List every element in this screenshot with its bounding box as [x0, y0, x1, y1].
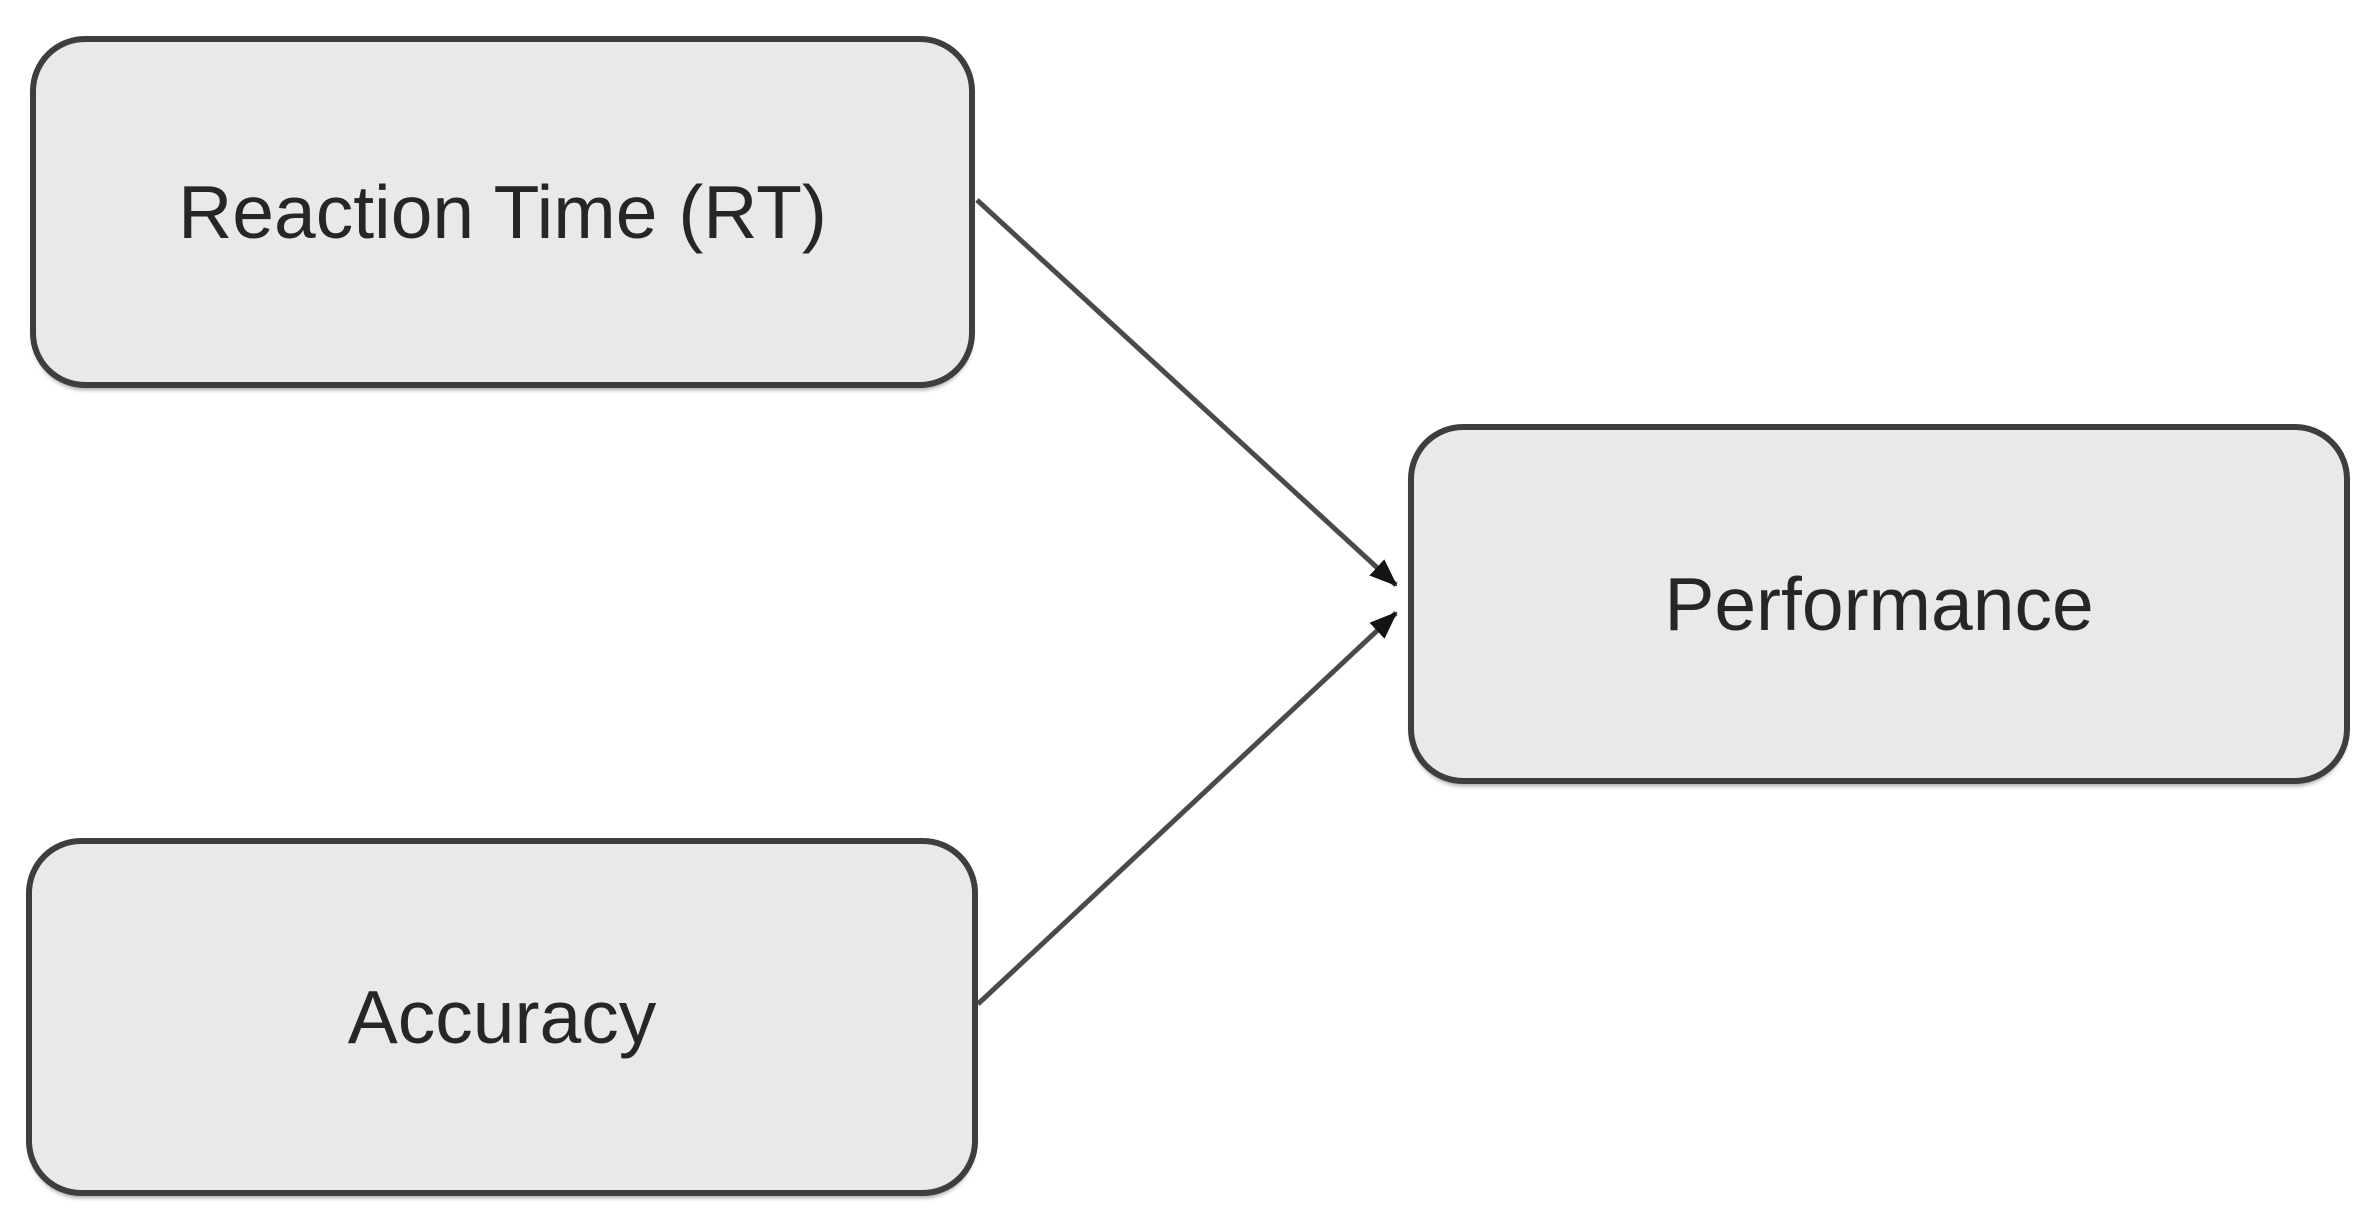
- edge-reaction-time-to-performance: [975, 198, 1398, 587]
- node-reaction-time: Reaction Time (RT): [30, 36, 975, 388]
- node-performance-label: Performance: [1664, 561, 2094, 646]
- node-performance: Performance: [1408, 424, 2350, 784]
- node-reaction-time-label: Reaction Time (RT): [178, 169, 827, 254]
- node-accuracy-label: Accuracy: [347, 974, 657, 1059]
- node-accuracy: Accuracy: [26, 838, 978, 1196]
- edge-accuracy-to-performance: [976, 611, 1398, 1006]
